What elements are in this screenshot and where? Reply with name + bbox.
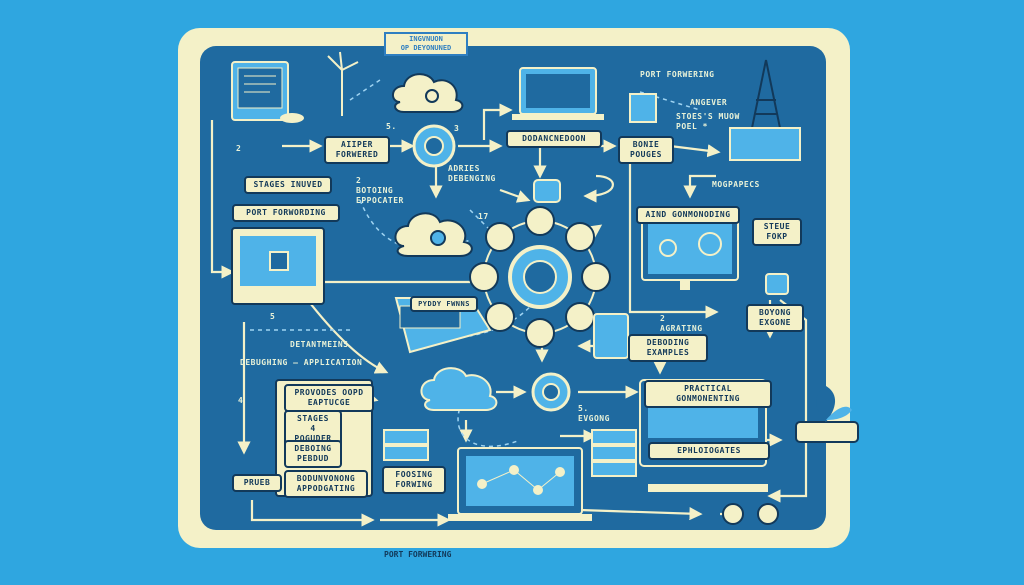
- text-angever: ANGEVER: [690, 98, 728, 107]
- text-stoes-mow-poel: STOES'S MUOW POEL *: [676, 112, 740, 131]
- tower-icon: [729, 59, 801, 161]
- laptop-icon: [231, 61, 304, 123]
- label-aiiper-forwered: AIIPER FORWERED: [324, 136, 390, 164]
- monitor-icon-right: [641, 217, 739, 290]
- pinwheel-icons: [722, 503, 779, 525]
- label-bonie-pouges: BONIE POUGES: [618, 136, 674, 164]
- server-icon: [629, 93, 657, 123]
- text-mogpapecs: MOGPAPECS: [712, 180, 760, 189]
- cloud-icon-bottom: [420, 367, 498, 411]
- text-number-5b: 5: [270, 312, 276, 321]
- label-prueb: PRUEB: [232, 474, 282, 492]
- label-foosing-forwing: FOOSING FORWING: [382, 466, 446, 494]
- flow-arrows: [210, 103, 808, 527]
- label-pyddy-fwnd: PYDDY FWNNS: [410, 296, 478, 312]
- text-detentmeins: DETANTMEINS: [290, 340, 349, 349]
- text-agrating: 2 AGRATING: [660, 314, 703, 333]
- gear-hub-icon: [412, 124, 456, 168]
- coffee-cup-icon: [765, 273, 789, 295]
- label-provodes-eapeuse: PROVODES OOPD EAPTUCGE: [284, 384, 374, 412]
- text-evgong: 5. EVGONG: [578, 404, 610, 423]
- label-dodancnedoon: DODANCNEDOON: [506, 130, 602, 148]
- monitor-icon: [512, 67, 604, 120]
- label-deboding-examples: DEBODING EXAMPLES: [628, 334, 708, 362]
- text-number-17: 17: [478, 212, 489, 221]
- central-hub: [469, 206, 611, 348]
- text-botoing-eppocater: 2 BOTOING EPPOCATER: [356, 176, 404, 205]
- label-ephloiogates: EPHLOIOGATES: [648, 442, 770, 460]
- text-adries-debenging: ADRIES DEBENGING: [448, 164, 496, 183]
- network-icon: [448, 447, 592, 521]
- label-port-forwording: PORT FORWORDING: [232, 204, 340, 222]
- top-note: INGVNUON OP DEYONUNED: [384, 32, 468, 56]
- cloud-icon-middle: [394, 212, 473, 257]
- text-number-4: 4: [238, 396, 244, 405]
- plant-icon: [795, 386, 859, 443]
- label-stages-inuved: STAGES INUVED: [244, 176, 332, 194]
- server-stack-icon: [383, 429, 637, 477]
- text-number-3: 3: [454, 124, 460, 133]
- label-steue-fokp: STEUE FOKP: [752, 218, 802, 246]
- cloud-icon: [392, 73, 464, 113]
- terminal-device: [593, 313, 629, 359]
- windmill-icon: [327, 51, 359, 116]
- label-boyong-exgone: BOYONG EXGONE: [746, 304, 804, 332]
- text-number-5a: 5.: [386, 122, 397, 131]
- text-number-2a: 2: [236, 144, 242, 153]
- text-debughing-application: DEBUGHING — APPLICATION: [240, 358, 363, 367]
- gear-hub-icon-bottom: [531, 372, 571, 412]
- text-port-forwering-top: PORT FORWERING: [640, 70, 715, 79]
- label-bodunyoing-appoiating: BODUNVONONG APPODGATING: [284, 470, 368, 498]
- device-icon: [533, 179, 561, 203]
- bottom-caption: PORT FORWERING: [384, 550, 452, 559]
- label-deboing-pebdud: DEBOING PEBDUD: [284, 440, 342, 468]
- label-aind-gonmonoding: AIND GONMONODING: [636, 206, 740, 224]
- label-practical-gonmonenting: PRACTICAL GONMONENTING: [644, 380, 772, 408]
- dashboard-screen: [231, 227, 325, 305]
